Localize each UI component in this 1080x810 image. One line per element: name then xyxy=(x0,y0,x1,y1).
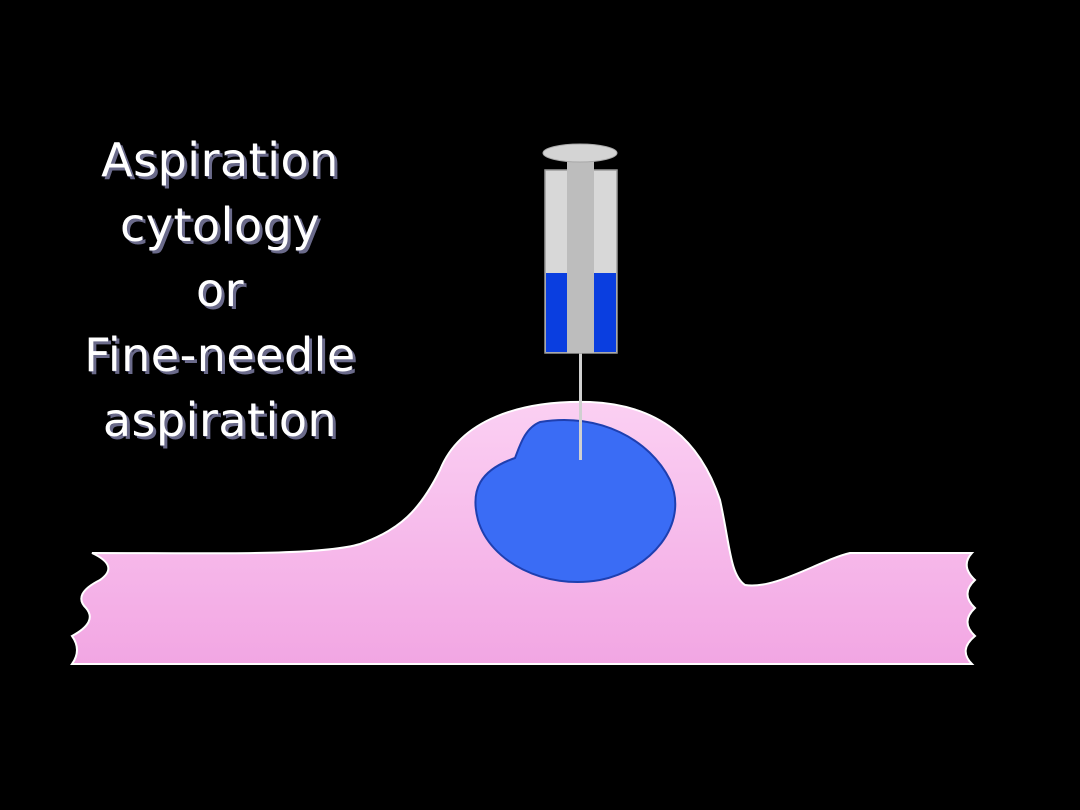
nucleus-icon xyxy=(474,418,677,584)
title-line-3: or xyxy=(195,263,245,317)
title-line-4: Fine-needle xyxy=(84,328,356,382)
title-line-5: aspiration xyxy=(102,393,338,447)
slide-title: Aspiration cytology or Fine-needle aspir… xyxy=(40,128,400,453)
cell-nucleus xyxy=(474,418,677,584)
syringe-plunger-cap xyxy=(542,143,618,163)
title-line-1: Aspiration xyxy=(101,133,339,187)
title-line-2: cytology xyxy=(119,198,321,252)
syringe-needle xyxy=(579,352,582,460)
syringe-plunger xyxy=(567,158,594,353)
syringe-icon xyxy=(542,143,618,460)
